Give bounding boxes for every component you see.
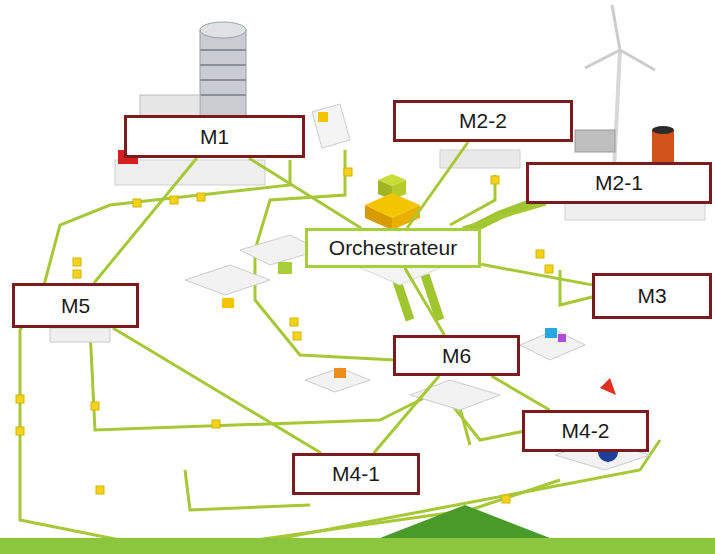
connector: [249, 158, 361, 228]
bottom-band: [0, 538, 715, 554]
node-label: M2-2: [459, 109, 507, 133]
data-packets: [16, 168, 553, 503]
pipes: [20, 150, 660, 552]
module-platforms: [50, 235, 650, 470]
module-box: M2-2: [393, 100, 573, 142]
connector: [463, 204, 546, 228]
module-box: M4-2: [522, 410, 649, 452]
module-box: M6: [393, 335, 520, 376]
module-box: M4-1: [292, 453, 420, 495]
connector: [481, 264, 592, 285]
module-box: M5: [12, 283, 139, 328]
module-box: M3: [592, 273, 712, 319]
connector: [374, 376, 439, 453]
connector: [113, 328, 321, 453]
node-label: M4-2: [562, 419, 610, 443]
connector: [405, 268, 445, 335]
connector: [492, 376, 550, 410]
node-label: M2-1: [595, 171, 643, 195]
node-label: M3: [637, 284, 666, 308]
node-label: M1: [200, 125, 229, 149]
node-label: M4-1: [332, 462, 380, 486]
building-illustration: [115, 22, 350, 185]
bottom-triangle: [380, 505, 550, 538]
node-label: M5: [61, 294, 90, 318]
connector: [94, 158, 197, 283]
orchestrator-box: Orchestrateur: [305, 228, 481, 268]
node-label: M6: [442, 344, 471, 368]
connector: [407, 142, 468, 228]
node-label: Orchestrateur: [329, 236, 457, 260]
module-box: M1: [124, 115, 305, 158]
module-box: M2-1: [526, 162, 712, 204]
